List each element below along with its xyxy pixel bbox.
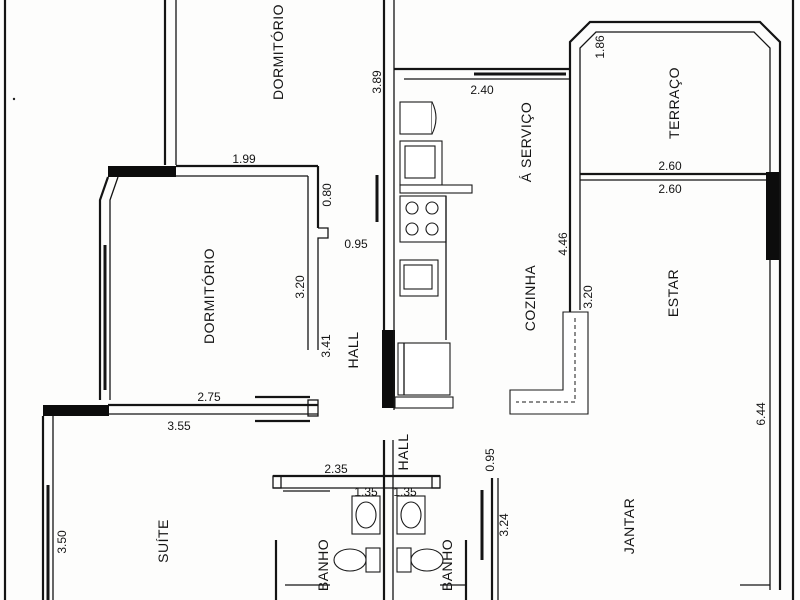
toilet-left-bowl [333, 548, 367, 572]
wall-estar-solid [766, 172, 779, 260]
dim-240: 2.40 [470, 83, 494, 97]
toilet-right-bowl [410, 548, 444, 572]
dim-341: 3.41 [319, 334, 333, 358]
wall-terraco-inner [579, 31, 771, 590]
dim-260-top: 2.60 [658, 159, 682, 173]
room-label-dormitorio-top: DORMITÓRIO [270, 4, 286, 100]
wall-terraco-outer [568, 20, 782, 590]
dim-095-bath: 0.95 [483, 448, 497, 472]
stove-burner-2 [425, 201, 439, 215]
room-label-hall-vertical: HALL [345, 331, 361, 368]
dim-350: 3.50 [55, 530, 69, 554]
wall-bath-top-cap-left [272, 475, 282, 489]
wall-dorm-left-corner [98, 176, 110, 400]
dim-186: 1.86 [593, 35, 607, 59]
door-dorm-left-jamb [307, 399, 319, 417]
dim-320-dorm: 3.20 [293, 275, 307, 299]
kitchen-bar [509, 311, 589, 415]
dim-199: 1.99 [232, 152, 256, 166]
room-label-suite: SUÍTE [155, 519, 171, 563]
stove-burner-4 [425, 222, 439, 236]
room-label-banho-right: BANHO [439, 539, 455, 591]
tank-fixture [399, 101, 433, 135]
sink-service-basin [404, 145, 436, 179]
dim-095-hall: 0.95 [344, 237, 368, 251]
room-label-dormitorio-left: DORMITÓRIO [201, 248, 217, 344]
fridge [397, 342, 451, 396]
counter-bottom [394, 396, 454, 409]
dim-080: 0.80 [320, 183, 334, 207]
dim-275: 2.75 [197, 390, 221, 404]
wall-dorm-left-corner-inner [109, 176, 119, 400]
room-label-banho-left: BANHO [315, 539, 331, 591]
tank-fixture-curve [431, 101, 437, 135]
counter-shelf [399, 184, 473, 194]
room-label-cozinha: COZINHA [522, 265, 538, 332]
basin-right [400, 501, 422, 529]
wall-suite-solid-top [43, 405, 109, 416]
dim-235: 2.35 [324, 462, 348, 476]
room-label-terraco: TERRAÇO [666, 67, 682, 139]
basin-left [355, 501, 377, 529]
wall-bath-top-cap-right [431, 475, 441, 489]
toilet-left-tank [365, 547, 381, 573]
dim-135-left: 1.35 [354, 485, 378, 499]
toilet-right-tank [396, 547, 412, 573]
dim-135-right: 1.35 [393, 485, 417, 499]
dim-389: 3.89 [370, 70, 384, 94]
room-label-hall-center: HALL [395, 433, 411, 470]
room-label-estar: ESTAR [665, 269, 681, 317]
dim-446: 4.46 [556, 232, 570, 256]
wall-hall-solid [382, 330, 395, 408]
dim-324: 3.24 [497, 513, 511, 537]
dim-260-bottom: 2.60 [658, 182, 682, 196]
wall-dorm-left-notch [317, 227, 329, 350]
room-label-area-servico: Á SERVIÇO [518, 102, 534, 183]
dust-mark [12, 97, 16, 101]
wall-dorm-left-solid-top [108, 166, 176, 177]
room-label-jantar: JANTAR [621, 498, 637, 554]
dim-644: 6.44 [754, 402, 768, 426]
dim-355: 3.55 [167, 419, 191, 433]
kitchen-bar-dashed [516, 318, 576, 403]
stove-burner-1 [405, 201, 419, 215]
stove [399, 195, 447, 243]
dim-320-cozinha: 3.20 [581, 285, 595, 309]
sink-kitchen-basin [403, 264, 433, 290]
stove-burner-3 [405, 222, 419, 236]
